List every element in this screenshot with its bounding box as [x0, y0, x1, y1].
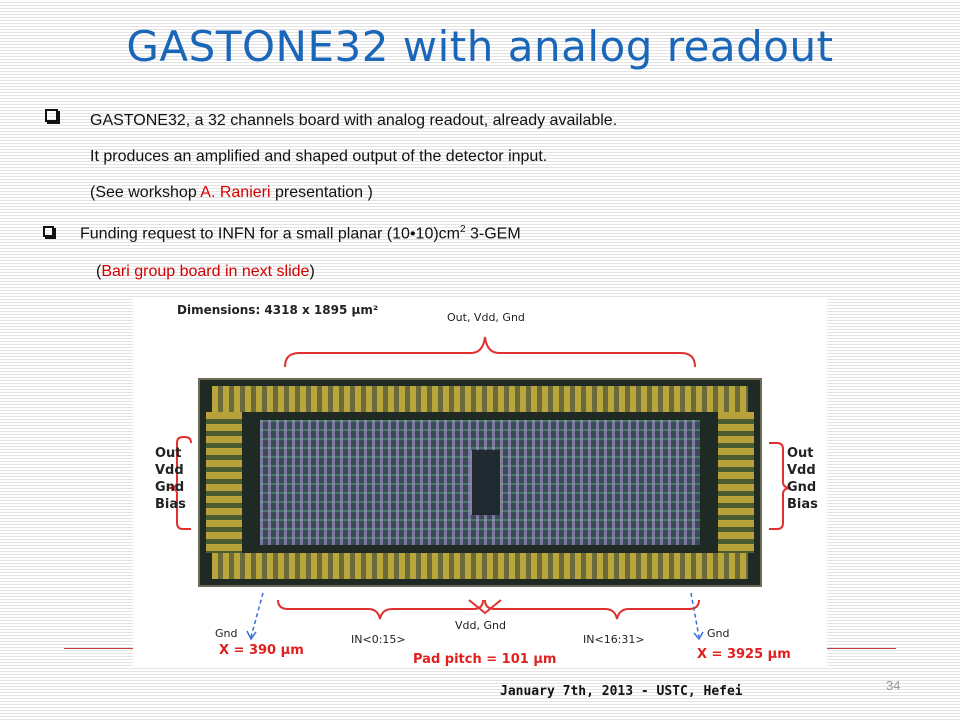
- right-pad-column: [718, 412, 754, 553]
- right-red-rule: [826, 648, 896, 649]
- left-pins-labels: Out Vdd Gnd Bias: [155, 445, 186, 513]
- bullet-1-line-3-post: presentation ): [270, 184, 373, 201]
- chip-core: [260, 420, 700, 545]
- bottom-in-left-label: IN<0:15>: [351, 633, 406, 646]
- presenter-name: A. Ranieri: [200, 184, 271, 201]
- left-red-rule: [64, 648, 134, 649]
- right-pins-labels: Out Vdd Gnd Bias: [787, 445, 818, 513]
- bullet-2-mid: 10)cm: [415, 225, 460, 243]
- dimensions-label: Dimensions: 4318 x 1895 μm²: [177, 303, 379, 317]
- footer-text: January 7th, 2013 - USTC, Hefei: [500, 684, 743, 699]
- top-pad-row: [212, 386, 748, 412]
- left-pad-column: [206, 412, 242, 553]
- times-dot: •: [409, 225, 416, 243]
- annotation-brackets: [168, 336, 792, 641]
- right-pin-bias: Bias: [787, 497, 818, 512]
- bullet-square-icon: [43, 226, 54, 237]
- paren-open: (: [96, 263, 102, 280]
- left-pin-out: Out: [155, 446, 182, 461]
- left-pin-bias: Bias: [155, 497, 186, 512]
- bottom-gnd-left-label: Gnd: [215, 627, 238, 640]
- chip-die: [198, 378, 762, 587]
- bullet-1-line-2: It produces an amplified and shaped outp…: [90, 148, 548, 165]
- core-center-channel: [471, 450, 502, 515]
- bullet-2-line-1: Funding request to INFN for a small plan…: [80, 224, 521, 243]
- right-pin-vdd: Vdd: [787, 463, 816, 478]
- bullet-2-pre: Funding request to INFN for a small plan…: [80, 225, 410, 243]
- superscript-2: 2: [460, 224, 466, 235]
- pad-pitch-label: Pad pitch = 101 μm: [413, 652, 557, 667]
- right-pin-gnd: Gnd: [787, 480, 817, 495]
- bullet-square-icon: [45, 109, 58, 122]
- bottom-gnd-right-label: Gnd: [707, 627, 730, 640]
- left-pin-vdd: Vdd: [155, 463, 184, 478]
- page-number: 34: [886, 678, 901, 693]
- right-pin-out: Out: [787, 446, 814, 461]
- chip-layout-figure: Dimensions: 4318 x 1895 μm² Out, Vdd, Gn…: [133, 297, 827, 667]
- bottom-vdd-gnd-label: Vdd, Gnd: [455, 619, 506, 632]
- left-pin-gnd: Gnd: [155, 480, 185, 495]
- x-right-label: X = 3925 μm: [697, 647, 791, 662]
- bullet-1-line-3-pre: (See workshop: [90, 184, 201, 201]
- bullet-1-line-3: (See workshop A. Ranieri presentation ): [90, 184, 373, 202]
- slide-title: GASTONE32 with analog readout: [126, 22, 834, 71]
- bottom-in-right-label: IN<16:31>: [583, 633, 645, 646]
- bullet-2-post: 3-GEM: [465, 225, 521, 243]
- top-pins-label: Out, Vdd, Gnd: [447, 311, 525, 324]
- paren-close: ): [309, 263, 315, 280]
- next-slide-ref: Bari group board in next slide: [101, 263, 310, 280]
- x-left-label: X = 390 μm: [219, 643, 304, 658]
- bullet-2-line-2: (Bari group board in next slide): [96, 263, 315, 281]
- bullet-1-line-1: GASTONE32, a 32 channels board with anal…: [90, 112, 618, 129]
- bottom-pad-row: [212, 553, 748, 579]
